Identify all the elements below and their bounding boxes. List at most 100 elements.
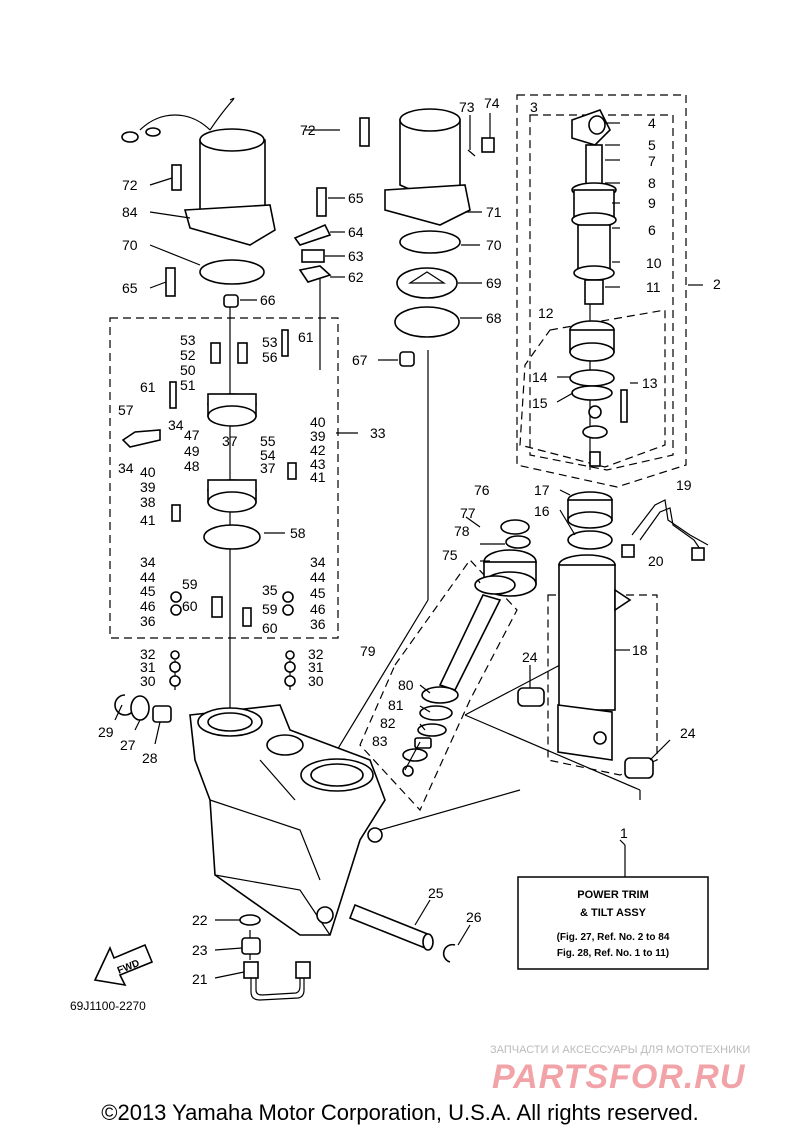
callout-78: 78 [454,523,470,539]
callout-31a: 31 [140,659,156,675]
callout-46a: 46 [140,598,156,614]
callout-13: 13 [642,375,658,391]
valve-body-33 [121,329,297,627]
callout-30a: 30 [140,673,156,689]
callout-72a: 72 [122,177,138,193]
pipe-19 [621,499,709,561]
callout-16: 16 [534,503,550,519]
callout-24b: 24 [680,725,696,741]
callout-31b: 31 [308,659,324,675]
callout-55: 55 [260,433,276,449]
callout-73: 73 [459,99,475,115]
fitting-23 [241,937,261,955]
plug-28 [152,705,172,723]
bushing-24a [517,687,545,707]
callout-40b: 40 [140,464,156,480]
info-box: POWER TRIM & TILT ASSY (Fig. 27, Ref. No… [517,845,709,970]
callout-25: 25 [428,885,444,901]
callout-26: 26 [466,909,482,925]
callout-77: 77 [460,505,476,521]
leader-lines [114,113,703,979]
bolt-65-right [316,187,327,217]
callout-50: 50 [180,362,196,378]
bolt-65-left [165,267,176,297]
callout-34a: 34 [168,417,184,433]
callout-45b: 45 [310,585,326,601]
callout-41b: 41 [140,512,156,528]
pin-61-left [169,381,177,409]
callout-61a: 61 [140,379,156,395]
seal-62 [298,265,332,283]
filter-63 [301,249,325,263]
parts-diagram: FWD [70,94,721,1013]
assembly-2-outline [516,94,687,488]
callout-47: 47 [184,427,200,443]
callout-64: 64 [348,224,364,240]
callout-9: 9 [648,195,656,211]
callout-33: 33 [370,425,386,441]
callout-14: 14 [532,369,548,385]
callout-8: 8 [648,175,656,191]
callout-10: 10 [646,255,662,271]
callout-4: 4 [648,115,656,131]
callout-24a: 24 [522,649,538,665]
callout-68: 68 [486,310,502,326]
cylinder-18 [557,491,632,761]
callout-32a: 32 [140,646,156,662]
callout-80: 80 [398,677,414,693]
gasket-58 [203,524,261,550]
callout-75: 75 [442,547,458,563]
callout-34d: 34 [310,554,326,570]
callout-5: 5 [648,137,656,153]
callout-23: 23 [192,942,208,958]
callout-40a: 40 [310,414,326,430]
o-ring-16 [567,530,613,550]
callout-53a: 53 [180,332,196,348]
callout-36b: 36 [310,616,326,632]
callout-74: 74 [484,95,500,111]
clip-26 [442,943,456,963]
callout-54: 54 [260,447,276,463]
motor-flange-right [384,184,471,226]
callout-46b: 46 [310,601,326,617]
callout-81: 81 [388,697,404,713]
callout-62: 62 [348,269,364,285]
callout-37b: 37 [260,460,276,476]
callout-76: 76 [474,482,490,498]
strainer-68 [394,306,460,338]
assembly-79-outline [359,559,518,812]
callout-39b: 39 [140,479,156,495]
motor-wire [139,114,211,131]
callout-71: 71 [486,204,502,220]
callout-48: 48 [184,458,200,474]
callout-70a: 70 [122,237,138,253]
callout-56: 56 [262,349,278,365]
callout-45a: 45 [140,583,156,599]
callout-59a: 59 [182,576,198,592]
o-ring-70-left [199,259,265,285]
info-box-title-1: POWER TRIM [577,889,649,901]
copyright-notice: ©2013 Yamaha Motor Corporation, U.S.A. A… [101,1100,699,1125]
trim-motor-left [121,97,276,246]
callout-84: 84 [122,204,138,220]
ring-76 [500,519,530,535]
callout-21: 21 [192,971,208,987]
diagram-code: 69J1100-2270 [70,999,146,1013]
callout-57: 57 [118,402,134,418]
bracket-57 [121,429,161,448]
callout-35: 35 [262,582,278,598]
callout-18: 18 [632,642,648,658]
callout-82: 82 [380,715,396,731]
callout-36a: 36 [140,613,156,629]
rod-75 [438,594,502,691]
o-ring-27 [130,695,150,721]
callout-6: 6 [648,222,656,238]
callouts: 2 3 4 5 7 8 9 6 10 11 12 13 14 15 17 16 … [98,95,721,987]
watermark-brand: PARTSFOR.RU [492,1058,746,1096]
fitting-20 [621,544,635,558]
callout-66: 66 [260,292,276,308]
callout-1: 1 [620,825,628,841]
callout-27: 27 [120,737,136,753]
callout-22: 22 [192,912,208,928]
washer-22 [239,914,261,926]
